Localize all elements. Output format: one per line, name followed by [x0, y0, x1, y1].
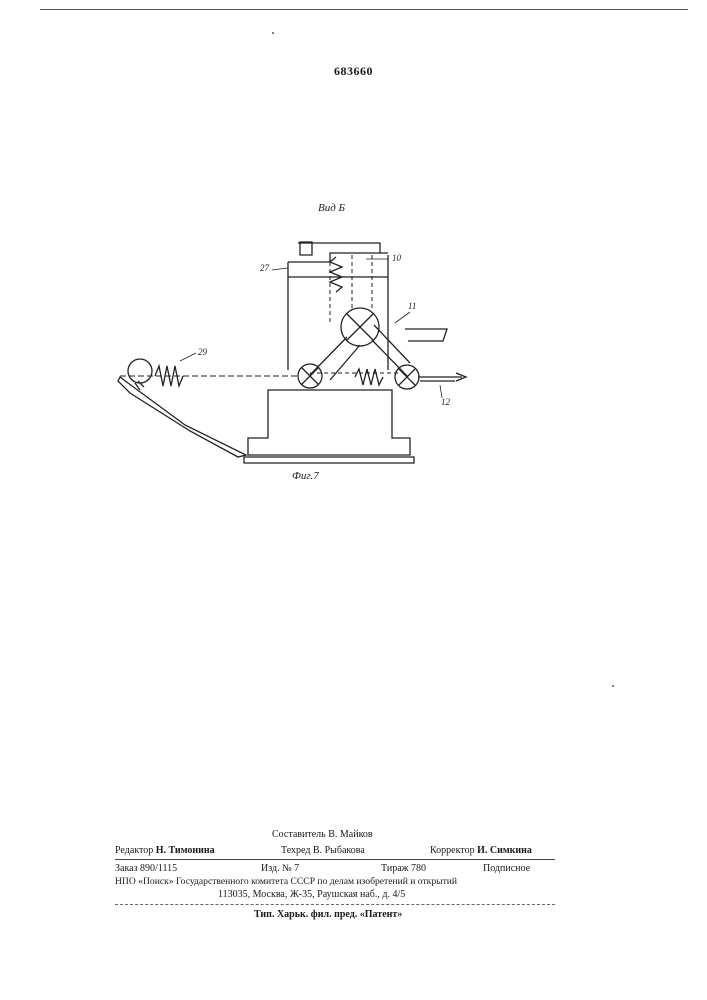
callout-12: 12 [441, 397, 451, 407]
editor-line: Редактор Н. Тимонина [115, 844, 215, 857]
corrector-name: И. Симкина [477, 845, 532, 856]
callout-11: 11 [408, 301, 416, 311]
speck [272, 32, 274, 34]
spring-27 [330, 257, 342, 292]
corrector-line: Корректор И. Симкина [430, 844, 532, 857]
techred: Техред В. Рыбакова [281, 844, 365, 857]
lever-arm [405, 329, 447, 341]
order: Заказ 890/1115 [115, 862, 177, 875]
editor-name: Н. Тимонина [156, 845, 215, 856]
address-line: 113035, Москва, Ж-35, Раушская наб., д. … [218, 888, 405, 901]
callout-10: 10 [392, 253, 402, 263]
figure-caption: Фиг.7 [292, 470, 319, 482]
subscription: Подписное [483, 862, 530, 875]
issue: Изд. № 7 [261, 862, 299, 875]
top-rule [40, 9, 688, 10]
printer-line: Тип. Харьк. фил. пред. «Патент» [254, 908, 402, 921]
base-plate [248, 390, 410, 455]
publisher-line: НПО «Поиск» Государственного комитета СС… [115, 875, 457, 888]
editor-label: Редактор [115, 845, 153, 856]
view-label: Вид Б [318, 202, 346, 214]
patent-number: 683660 [0, 64, 707, 79]
speck [612, 685, 614, 687]
base-foot [244, 457, 414, 463]
compiler: Составитель В. Майков [272, 828, 373, 841]
blade [118, 377, 246, 457]
spring-center [355, 369, 383, 385]
divider-dashed [115, 904, 555, 905]
divider [115, 859, 555, 860]
callout-29: 29 [198, 347, 208, 357]
left-circle [128, 359, 152, 383]
top-bracket [300, 242, 312, 255]
circulation: Тираж 780 [381, 862, 426, 875]
figure-7-drawing: Вид Б 27 10 11 29 12 Фиг.7 [0, 195, 707, 505]
callout-27: 27 [260, 263, 270, 273]
corrector-label: Корректор [430, 845, 475, 856]
